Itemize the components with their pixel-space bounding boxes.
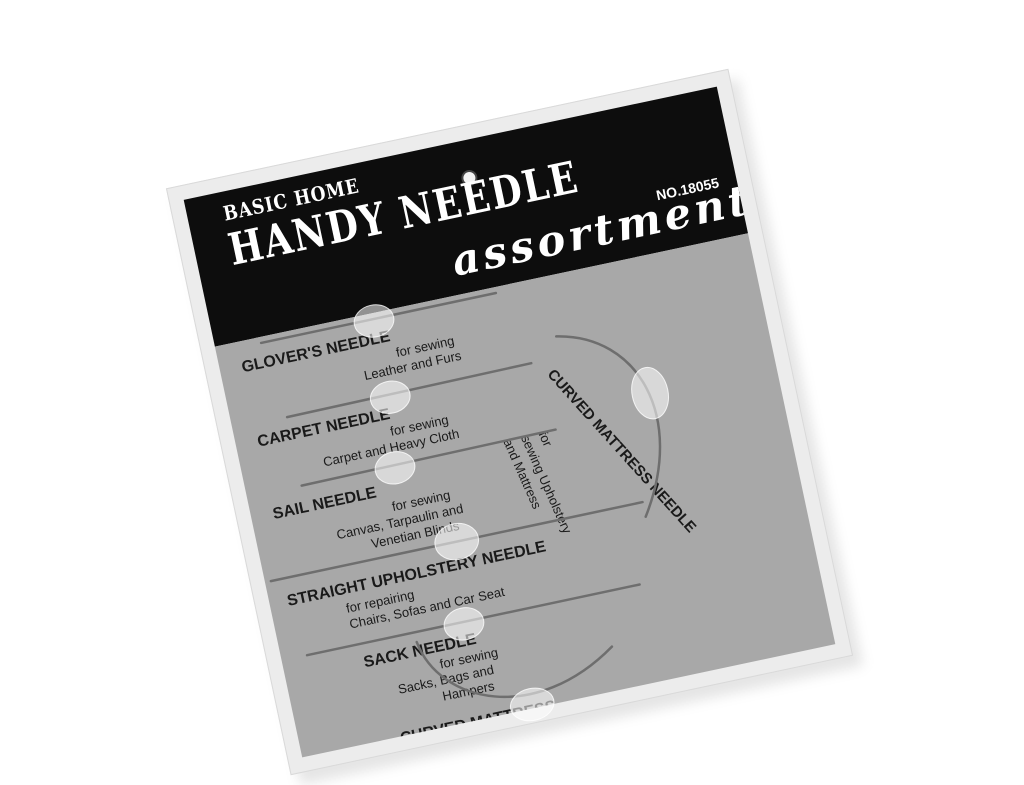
needle-card: BASIC HOME HANDY NEEDLE assortment NO.18… — [165, 68, 854, 776]
needle-name: STRAIGHT UPHOLSTERY NEEDLE — [285, 538, 548, 610]
needle-name: SAIL NEEDLE — [271, 484, 379, 523]
product-photo: BASIC HOME HANDY NEEDLE assortment NO.18… — [165, 68, 864, 785]
curved-needle-name: CURVED MATTRESS NEEDLE — [543, 366, 700, 537]
